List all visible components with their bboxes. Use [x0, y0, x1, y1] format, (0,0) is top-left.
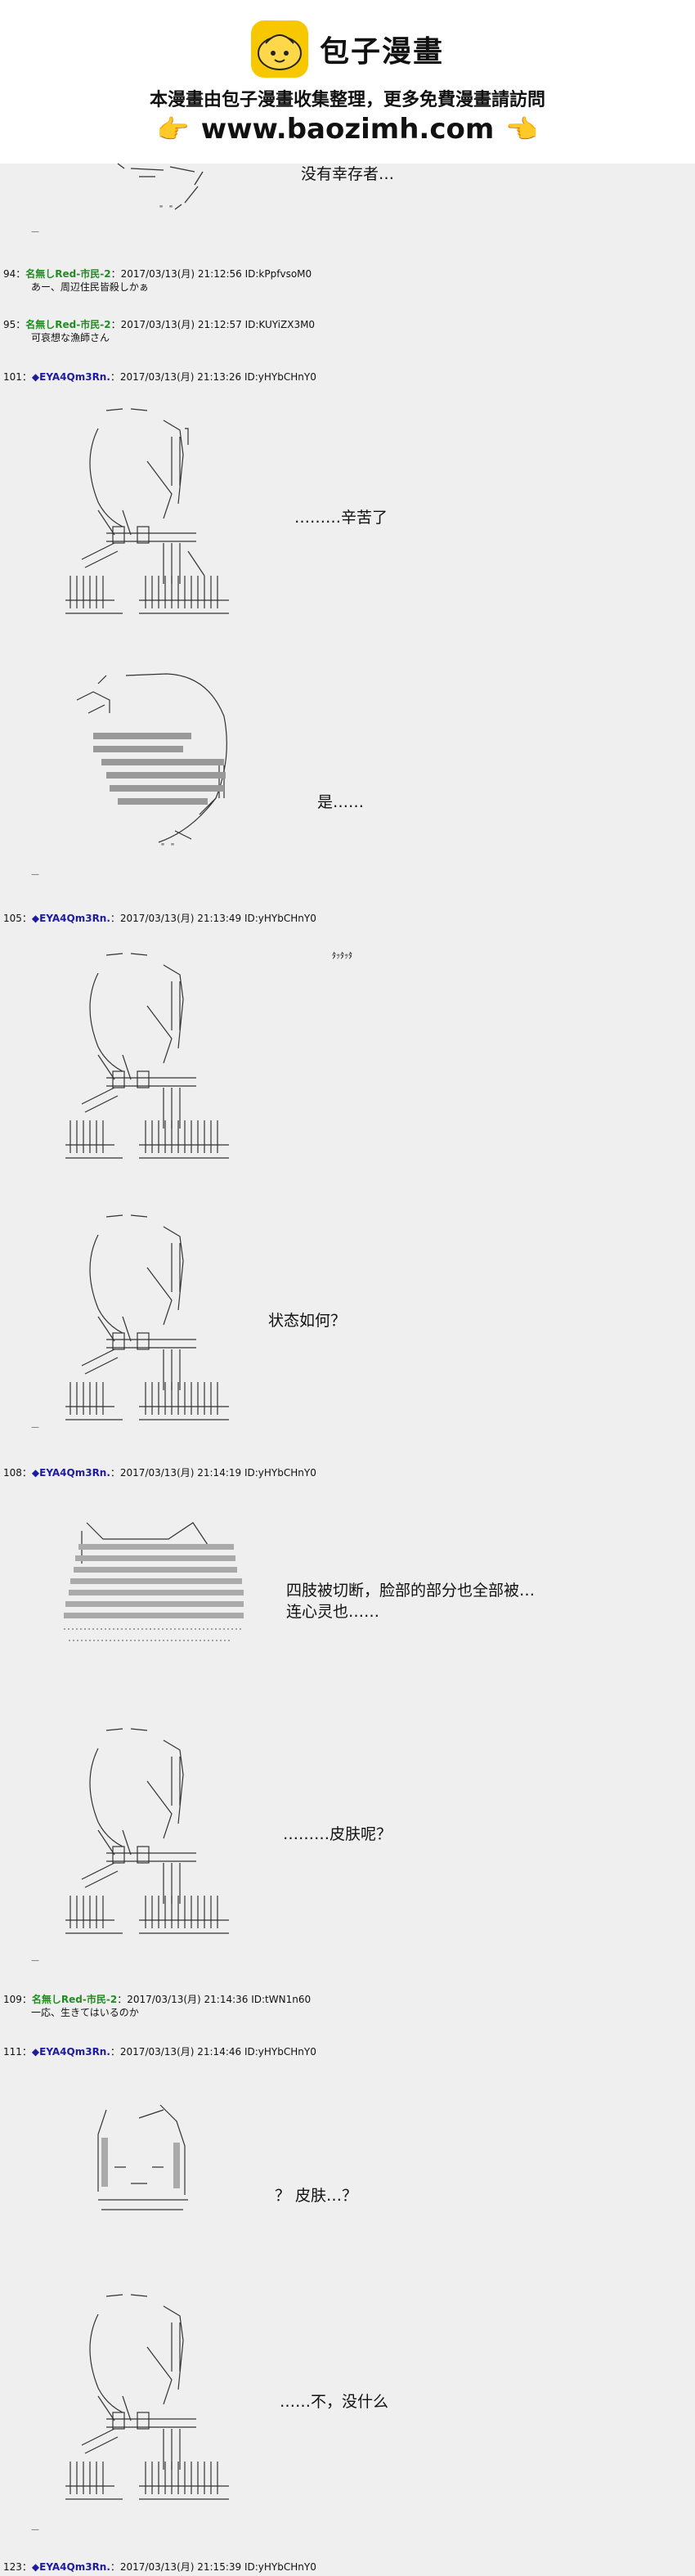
separator-dash: — [31, 1956, 39, 1965]
post-meta: ：2017/03/13(月) 21:12:57 ID:KUYiZX3M0 [110, 319, 316, 330]
post-body: 可哀想な漁師さん [31, 332, 110, 343]
post-header: 108：◆EYA4Qm3Rn.：2017/03/13(月) 21:14:19 I… [3, 1465, 316, 1479]
dialog-line: 连心灵也…… [286, 1603, 380, 1621]
dialog-line: ………皮肤呢？ [283, 1825, 392, 1843]
post-meta: ：2017/03/13(月) 21:14:36 ID:tWN1n60 [117, 1994, 312, 2005]
poster-name[interactable]: ◆EYA4Qm3Rn. [31, 913, 110, 924]
post-number: 101： [3, 371, 32, 383]
post-meta: ：2017/03/13(月) 21:14:46 ID:yHYbCHnY0 [110, 2046, 316, 2058]
pointing-right-hand-icon: 👉 [156, 114, 190, 145]
logo-row: 包子漫畫 [0, 18, 695, 80]
post-meta: ：2017/03/13(月) 21:12:56 ID:kPpfvsoM0 [110, 268, 312, 280]
ascii-art-hooded-figure [49, 949, 245, 1169]
dialog-line: 状态如何？ [268, 1312, 347, 1330]
site-url-link[interactable]: www.baozimh.com [200, 113, 495, 146]
logo-title: 包子漫畫 [319, 35, 444, 69]
post-number: 109： [3, 1994, 32, 2005]
post-meta: ：2017/03/13(月) 21:13:49 ID:yHYbCHnY0 [110, 913, 316, 924]
url-row[interactable]: 👉 www.baozimh.com 👈 [0, 110, 695, 149]
post-header: 95：名無しRed-市民-2：2017/03/13(月) 21:12:57 ID… [3, 317, 315, 331]
ascii-art-cat-face [82, 2102, 204, 2233]
separator-dash: — [31, 227, 39, 236]
poster-name[interactable]: 名無しRed-市民-2 [25, 268, 111, 280]
poster-name[interactable]: 名無しRed-市民-2 [31, 1994, 118, 2005]
poster-name[interactable]: ◆EYA4Qm3Rn. [31, 1467, 110, 1479]
ascii-art-figure-partial: " " [106, 160, 229, 218]
svg-text:" ": " " [159, 204, 173, 213]
ascii-art-hooded-figure [49, 404, 245, 625]
sound-effect: ﾀｯﾀｯﾀ [332, 952, 352, 961]
post-meta: ：2017/03/13(月) 21:13:26 ID:yHYbCHnY0 [110, 371, 316, 383]
poster-name[interactable]: ◆EYA4Qm3Rn. [31, 371, 110, 383]
separator-dash: — [31, 870, 39, 879]
post-body: 一応、生きてはいるのか [31, 2007, 139, 2018]
dialog-line: 是…… [317, 793, 365, 811]
separator-dash: — [31, 1423, 39, 1432]
post-header: 94：名無しRed-市民-2：2017/03/13(月) 21:12:56 ID… [3, 267, 312, 280]
ascii-art-hooded-figure [49, 1724, 245, 1945]
post-number: 111： [3, 2046, 32, 2058]
post-header: 123：◆EYA4Qm3Rn.：2017/03/13(月) 21:15:39 I… [3, 2560, 316, 2574]
ascii-art-cat-eared-figure [62, 1515, 250, 1662]
post-number: 108： [3, 1467, 32, 1479]
poster-name[interactable]: ◆EYA4Qm3Rn. [31, 2561, 110, 2573]
dialog-line: ？ 皮肤…？ [275, 2187, 358, 2205]
post-number: 123： [3, 2561, 32, 2573]
poster-name[interactable]: ◆EYA4Qm3Rn. [31, 2046, 110, 2058]
ascii-art-hooded-figure [49, 1210, 245, 1431]
svg-text:" ": " " [160, 842, 175, 851]
post-number: 105： [3, 913, 32, 924]
dialog-line: 四肢被切断，脸部的部分也全部被… [286, 1582, 536, 1600]
post-number: 94： [3, 268, 26, 280]
dialog-line: ……不，没什么 [280, 2393, 389, 2411]
separator-dash: — [31, 2525, 39, 2534]
post-body: あー、周辺住民皆殺しかぁ [31, 281, 149, 293]
post-number: 95： [3, 319, 26, 330]
baozi-logo-icon [250, 20, 308, 78]
ascii-art-hooded-figure [49, 2290, 245, 2511]
post-header: 111：◆EYA4Qm3Rn.：2017/03/13(月) 21:14:46 I… [3, 2044, 316, 2058]
poster-name[interactable]: 名無しRed-市民-2 [25, 319, 111, 330]
dialog-line: 没有幸存者… [301, 165, 395, 183]
ascii-art-round-figure: " " [69, 667, 265, 864]
post-meta: ：2017/03/13(月) 21:15:39 ID:yHYbCHnY0 [110, 2561, 316, 2573]
banner-slogan: 本漫畫由包子漫畫收集整理，更多免費漫畫請訪問 [149, 90, 545, 110]
pointing-left-hand-icon: 👈 [505, 114, 539, 145]
post-header: 109：名無しRed-市民-2：2017/03/13(月) 21:14:36 I… [3, 1992, 311, 2006]
post-meta: ：2017/03/13(月) 21:14:19 ID:yHYbCHnY0 [110, 1467, 316, 1479]
ad-banner[interactable]: 包子漫畫 本漫畫由包子漫畫收集整理，更多免費漫畫請訪問 👉 www.baozim… [0, 0, 695, 164]
dialog-line: ………辛苦了 [294, 509, 388, 527]
post-header: 105：◆EYA4Qm3Rn.：2017/03/13(月) 21:13:49 I… [3, 911, 316, 925]
post-header: 101：◆EYA4Qm3Rn.：2017/03/13(月) 21:13:26 I… [3, 370, 316, 384]
